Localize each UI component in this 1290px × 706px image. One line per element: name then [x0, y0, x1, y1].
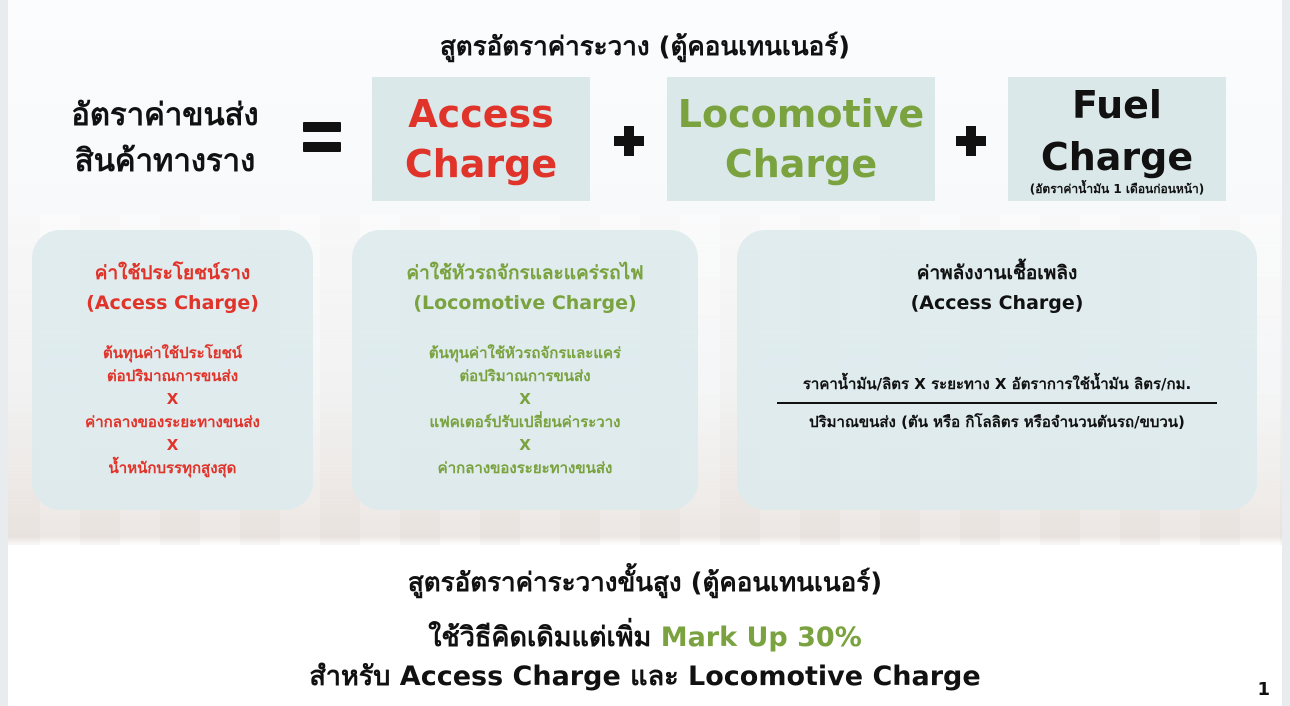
plus-icon: [956, 126, 986, 156]
multiply-sign: X: [519, 436, 531, 454]
access-charge-box: Access Charge: [372, 77, 590, 201]
formula-line: ค่ากลางของระยะทางขนส่ง: [85, 413, 260, 431]
card-subtitle: (Locomotive Charge): [413, 292, 637, 314]
formula-line: ต่อปริมาณการขนส่ง: [459, 367, 591, 385]
fuel-word: Fuel: [1072, 83, 1162, 127]
card-title: ค่าพลังงานเชื้อเพลิง: [916, 262, 1078, 284]
markup-highlight: Mark Up 30%: [660, 622, 862, 653]
left-edge: [0, 0, 8, 706]
access-word: Access: [408, 92, 554, 136]
formula-line: ค่ากลางของระยะทางขนส่ง: [437, 459, 613, 477]
card-title: ค่าใช้หัวรถจักรและแคร่รถไฟ: [406, 262, 644, 284]
locomotive-charge-word: Charge: [724, 142, 878, 186]
fuel-charge-box: Fuel Charge (อัตราค่าน้ำมัน 1 เดือนก่อนห…: [1008, 77, 1226, 201]
card-title: ค่าใช้ประโยชน์ราง: [94, 262, 251, 284]
lhs-line2: สินค้าทางราง: [74, 143, 256, 179]
locomotive-charge-card: ค่าใช้หัวรถจักรและแคร่รถไฟ (Locomotive C…: [352, 230, 698, 510]
formula-line: น้ำหนักบรรทุกสูงสุด: [108, 459, 237, 477]
lhs-line1: อัตราค่าขนส่ง: [71, 97, 259, 133]
fraction-denominator: ปริมาณขนส่ง (ตัน หรือ กิโลลิตร หรือจำนวน…: [809, 413, 1185, 431]
markup-line: ใช้วิธีคิดเดิมแต่เพิ่ม Mark Up 30%: [0, 615, 1290, 658]
formula-line: ต้นทุนค่าใช้ประโยชน์: [102, 344, 242, 362]
formula-line: แฟคเตอร์ปรับเปลี่ยนค่าระวาง: [429, 413, 621, 431]
fuel-note: (อัตราค่าน้ำมัน 1 เดือนก่อนหน้า): [1029, 182, 1205, 196]
markup-prefix: ใช้วิธีคิดเดิมแต่เพิ่ม: [428, 622, 652, 653]
locomotive-charge-box: Locomotive Charge: [667, 77, 935, 201]
equation-lhs: อัตราค่าขนส่ง สินค้าทางราง: [40, 92, 290, 184]
card-subtitle: (Access Charge): [86, 292, 259, 314]
fuel-charge-card: ค่าพลังงานเชื้อเพลิง (Access Charge) ราค…: [737, 230, 1257, 510]
formula-line: ต่อปริมาณการขนส่ง: [106, 367, 239, 385]
equals-icon: [303, 122, 341, 152]
slide-title: สูตรอัตราค่าระวาง (ตู้คอนเทนเนอร์): [439, 32, 851, 62]
multiply-sign: X: [166, 390, 179, 408]
access-charge-word: Charge: [404, 142, 558, 186]
card-subtitle: (Access Charge): [910, 292, 1084, 314]
fuel-formula-fraction: ราคาน้ำมัน/ลิตร X ระยะทาง X อัตราการใช้น…: [757, 372, 1237, 434]
multiply-sign: X: [166, 436, 179, 454]
markup-scope-line: สำหรับ Access Charge และ Locomotive Char…: [309, 661, 981, 692]
page-number: 1: [1257, 679, 1270, 700]
fuel-charge-word: Charge: [1040, 135, 1194, 179]
plus-icon: [614, 126, 644, 156]
fraction-numerator: ราคาน้ำมัน/ลิตร X ระยะทาง X อัตราการใช้น…: [777, 372, 1217, 404]
advanced-formula-title: สูตรอัตราค่าระวางขั้นสูง (ตู้คอนเทนเนอร์…: [407, 568, 883, 598]
access-charge-card: ค่าใช้ประโยชน์ราง (Access Charge) ต้นทุน…: [32, 230, 313, 510]
formula-line: ต้นทุนค่าใช้หัวรถจักรและแคร่: [428, 344, 622, 362]
right-edge: [1282, 0, 1290, 706]
multiply-sign: X: [519, 390, 531, 408]
locomotive-word: Locomotive: [677, 92, 925, 136]
